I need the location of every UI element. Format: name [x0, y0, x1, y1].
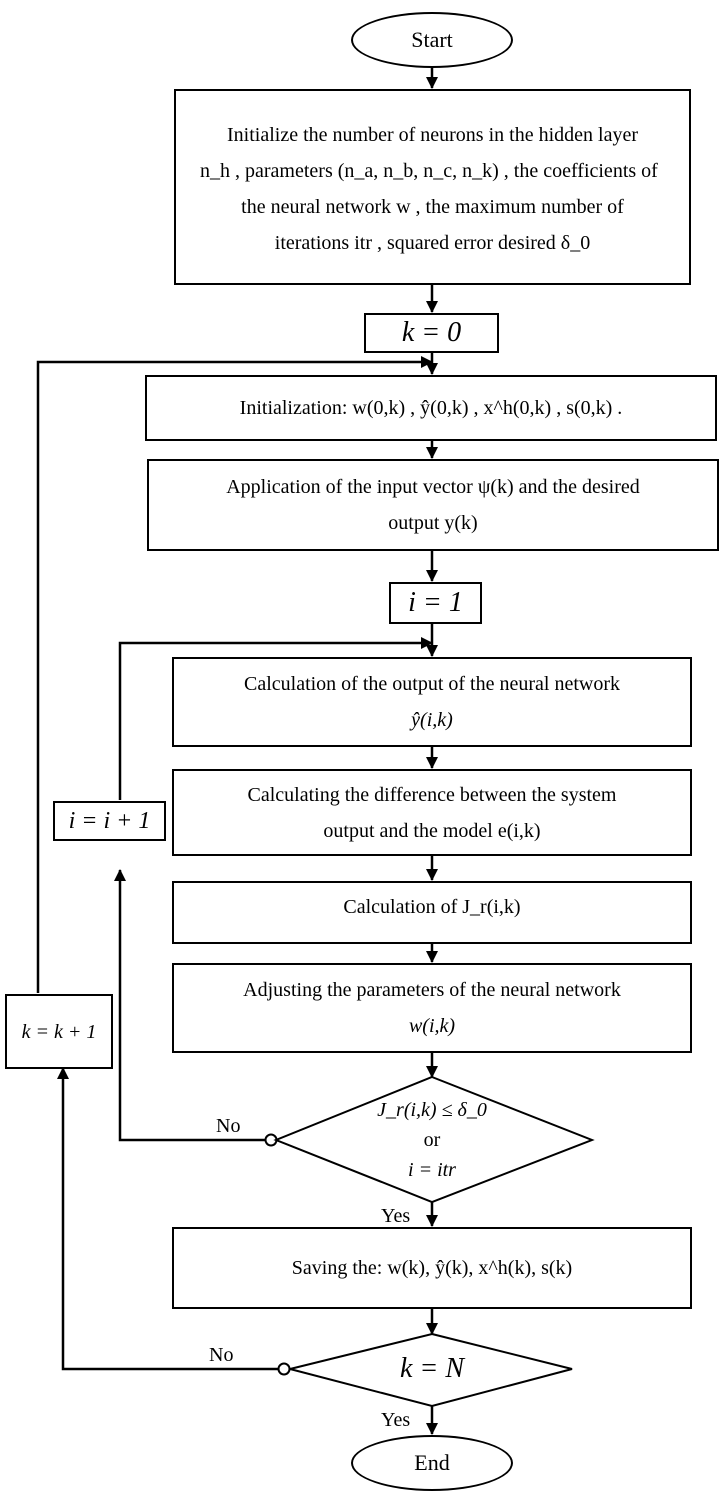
k-increment-label: k = k + 1 — [21, 1020, 97, 1043]
start-label: Start — [411, 27, 453, 52]
decision-2-label: k = N — [400, 1353, 464, 1384]
adjust-line-2: w(i,k) — [408, 1015, 456, 1037]
decision-1-line-1: J_r(i,k) ≤ δ_0 — [377, 1099, 487, 1121]
calc-diff-box: Calculating the difference between the s… — [172, 769, 692, 856]
loop-no-to-k-inc — [57, 1067, 284, 1371]
end-terminal: End — [351, 1435, 513, 1491]
no-branch-dot-2 — [277, 1362, 291, 1376]
init-line-3: the neural network w , the maximum numbe… — [241, 196, 624, 218]
initialization-label: Initialization: w(0,k) , ŷ(0,k) , x^h(0,… — [239, 397, 623, 419]
decision-1-text: J_r(i,k) ≤ δ_0 or i = itr — [322, 1095, 542, 1185]
apply-line-1: Application of the input vector ψ(k) and… — [226, 476, 640, 498]
k-zero-box: k = 0 — [364, 313, 499, 353]
adjust-line-1: Adjusting the parameters of the neural n… — [243, 979, 621, 1001]
end-label: End — [414, 1450, 450, 1475]
init-line-2: n_h , parameters (n_a, n_b, n_c, n_k) , … — [176, 153, 689, 189]
init-line-1: Initialize the number of neurons in the … — [227, 124, 638, 146]
no-label-1: No — [216, 1115, 241, 1137]
apply-input-box: Application of the input vector ψ(k) and… — [147, 459, 719, 551]
calc-output-line-1: Calculation of the output of the neural … — [243, 673, 620, 695]
calc-output-box: Calculation of the output of the neural … — [172, 657, 692, 747]
decision-1-line-2: or — [423, 1129, 441, 1151]
loop-i-inc-to-calc-output — [118, 637, 433, 800]
yes-label-1: Yes — [381, 1205, 411, 1227]
decision-2-diamond — [289, 1332, 573, 1408]
decision-1-diamond — [273, 1075, 595, 1204]
k-increment-box: k = k + 1 — [5, 994, 113, 1069]
loop-no-to-i-inc — [114, 869, 271, 1142]
initialization-box: Initialization: w(0,k) , ŷ(0,k) , x^h(0,… — [145, 375, 717, 441]
adjust-box: Adjusting the parameters of the neural n… — [172, 963, 692, 1053]
init-box: Initialize the number of neurons in the … — [174, 89, 691, 285]
save-box: Saving the: w(k), ŷ(k), x^h(k), s(k) — [172, 1227, 692, 1309]
calc-j-label: Calculation of J_r(i,k) — [343, 896, 521, 918]
decision-2-text: k = N — [352, 1352, 512, 1388]
i-increment-label: i = i + 1 — [68, 808, 151, 834]
yes-label-2: Yes — [381, 1409, 411, 1431]
apply-line-2: output y(k) — [388, 512, 478, 534]
calc-output-line-2: ŷ(i,k) — [411, 709, 453, 731]
calc-diff-line-1: Calculating the difference between the s… — [247, 783, 617, 806]
k-zero-label: k = 0 — [401, 317, 462, 348]
loop-k-inc-to-initialization — [36, 356, 433, 993]
calc-j-box: Calculation of J_r(i,k) — [172, 881, 692, 944]
save-label: Saving the: w(k), ŷ(k), x^h(k), s(k) — [291, 1257, 573, 1279]
decision-1-line-3: i = itr — [408, 1159, 456, 1181]
i-increment-box: i = i + 1 — [53, 801, 166, 841]
no-label-2: No — [209, 1344, 234, 1366]
init-line-4: iterations itr , squared error desired δ… — [274, 232, 591, 254]
init-line-2-text: n_h , parameters (n_a, n_b, n_c, n_k) , … — [200, 160, 658, 182]
i-one-box: i = 1 — [389, 582, 482, 624]
i-one-label: i = 1 — [408, 587, 463, 618]
calc-diff-line-2: output and the model e(i,k) — [323, 819, 541, 842]
start-terminal: Start — [351, 12, 513, 68]
